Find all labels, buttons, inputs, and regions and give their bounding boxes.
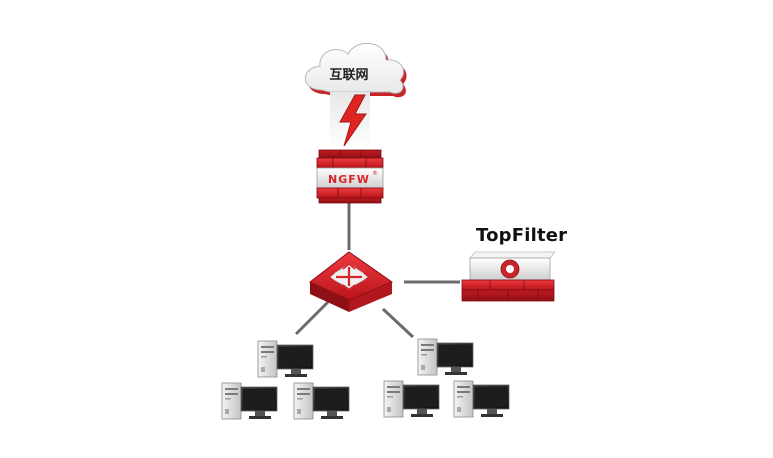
right-computer-cluster <box>383 338 510 418</box>
topfilter-appliance-icon <box>461 251 556 302</box>
computer-icon <box>293 382 350 420</box>
lightning-icon <box>339 94 367 147</box>
ngfw-firewall-icon: NGFW ® <box>316 149 384 204</box>
ngfw-registered-mark: ® <box>372 170 378 177</box>
left-computer-cluster <box>221 340 350 420</box>
link-switch-to-right-pcs <box>381 307 415 339</box>
computer-icon <box>221 382 278 420</box>
topfilter-label: TopFilter <box>476 225 568 246</box>
computer-icon <box>453 380 510 418</box>
computer-icon <box>383 380 440 418</box>
switch-router-icon <box>309 251 394 312</box>
computer-icon <box>417 338 474 376</box>
cloud-label: 互联网 <box>329 68 368 83</box>
ngfw-label: NGFW <box>328 173 370 186</box>
link-switch-to-left-pcs <box>294 300 330 336</box>
computer-icon <box>257 340 314 378</box>
internet-cloud-icon: 互联网 <box>304 42 407 98</box>
